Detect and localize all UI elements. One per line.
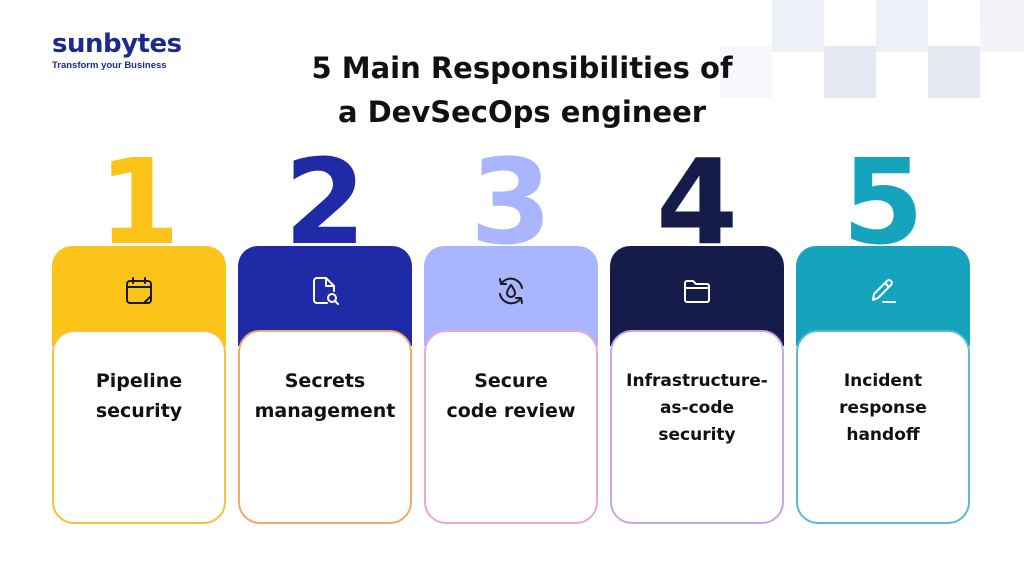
step-header <box>52 246 226 346</box>
step-header <box>796 246 970 346</box>
decorative-square <box>824 46 876 98</box>
decorative-square <box>720 46 772 98</box>
step-number: 1 <box>97 133 181 271</box>
step-header <box>610 246 784 346</box>
step-card-3: 3 Secure code review <box>424 133 598 524</box>
step-card-body: Secrets management <box>238 330 412 524</box>
decorative-square <box>928 46 980 98</box>
step-card-body: Infrastructure- as-code security <box>610 330 784 524</box>
decorative-square <box>876 0 928 52</box>
step-card-body: Secure code review <box>424 330 598 524</box>
step-card-body: Pipeline security <box>52 330 226 524</box>
step-card-5: 5 Incident response handoff <box>796 133 970 524</box>
step-label: Pipeline security <box>95 370 183 422</box>
step-number: 4 <box>655 133 739 271</box>
step-number: 2 <box>283 133 367 271</box>
step-number: 5 <box>841 133 925 271</box>
calendar-icon <box>126 277 152 304</box>
folder-icon <box>684 280 710 303</box>
step-label: Infrastructure- as-code security <box>626 371 768 445</box>
step-label: Secure code review <box>446 370 576 422</box>
refresh-drop-icon <box>499 277 523 305</box>
document-search-icon <box>313 277 339 305</box>
step-card-body: Incident response handoff <box>796 330 970 524</box>
step-label: Secrets management <box>254 370 396 422</box>
page-title: 5 Main Responsibilities of a DevSecOps e… <box>311 51 733 129</box>
brand-tagline: Transform your Business <box>52 60 167 71</box>
decorative-square <box>980 0 1024 52</box>
step-card-1: 1 Pipeline security <box>52 133 226 524</box>
pencil-icon <box>872 279 896 303</box>
step-card-2: 2 Secrets management <box>238 133 412 524</box>
decorative-square <box>772 0 824 52</box>
step-label: Incident response handoff <box>839 371 927 445</box>
brand-logo: sunbytes Transform your Business <box>52 30 182 71</box>
step-number: 3 <box>469 133 553 271</box>
brand-name: sunbytes <box>52 29 182 59</box>
step-header <box>238 246 412 346</box>
step-card-4: 4 Infrastructure- as-code security <box>610 133 784 524</box>
